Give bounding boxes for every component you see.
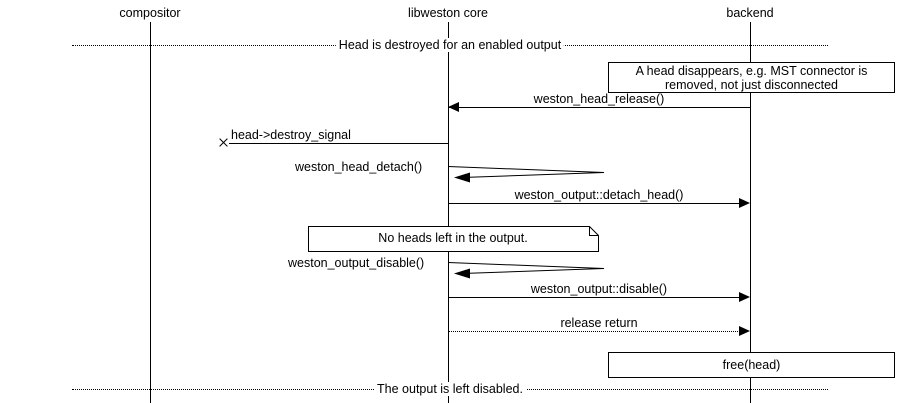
self-message-loop-weston-head-detach: [448, 163, 606, 185]
message-label-head-destroy-signal: head->destroy_signal: [231, 128, 351, 142]
self-message-loop-weston-output-disable: [448, 259, 606, 281]
note-free-head: free(head): [608, 352, 895, 378]
message-label-release-return: release return: [560, 316, 638, 330]
note-no-heads-left-shape: [308, 226, 599, 252]
message-label-weston-head-release: weston_head_release(): [533, 92, 665, 106]
arrowhead-right-icon: [739, 326, 750, 336]
arrowhead-right-icon: [739, 292, 750, 302]
note-free-head-line1: free(head): [722, 358, 781, 372]
participant-label-libweston-core: libweston core: [408, 6, 488, 20]
message-label-weston-output-disable: weston_output::disable(): [530, 282, 668, 296]
lifeline-backend: [750, 22, 751, 403]
note-no-heads-left-line1: No heads left in the output.: [378, 231, 528, 245]
divider-label-top: Head is destroyed for an enabled output: [335, 38, 565, 52]
note-head-disappears: A head disappears, e.g. MST connector is…: [608, 62, 895, 93]
message-line-head-destroy-signal: [229, 143, 448, 144]
arrowhead-left-icon: [448, 102, 459, 112]
message-line-weston-head-release: [448, 107, 750, 108]
arrowhead-right-icon: [739, 198, 750, 208]
note-head-disappears-line1: A head disappears, e.g. MST connector is: [635, 63, 868, 78]
message-label-weston-output-disable-local: weston_output_disable(): [288, 256, 425, 270]
message-label-weston-output-detach-head: weston_output::detach_head(): [514, 188, 684, 202]
note-head-disappears-line2: removed, not just disconnected: [664, 77, 839, 92]
participant-label-compositor: compositor: [119, 6, 181, 20]
divider-label-bottom: The output is left disabled.: [374, 382, 526, 396]
message-line-release-return: [448, 331, 740, 332]
message-label-weston-head-detach: weston_head_detach(): [295, 160, 423, 174]
participant-label-backend: backend: [726, 6, 774, 20]
message-line-weston-output-detach-head: [448, 203, 740, 204]
message-line-weston-output-disable: [448, 297, 740, 298]
lifeline-libweston-core: [448, 22, 449, 403]
lost-message-x-icon: [217, 137, 228, 148]
lifeline-compositor: [150, 22, 151, 403]
